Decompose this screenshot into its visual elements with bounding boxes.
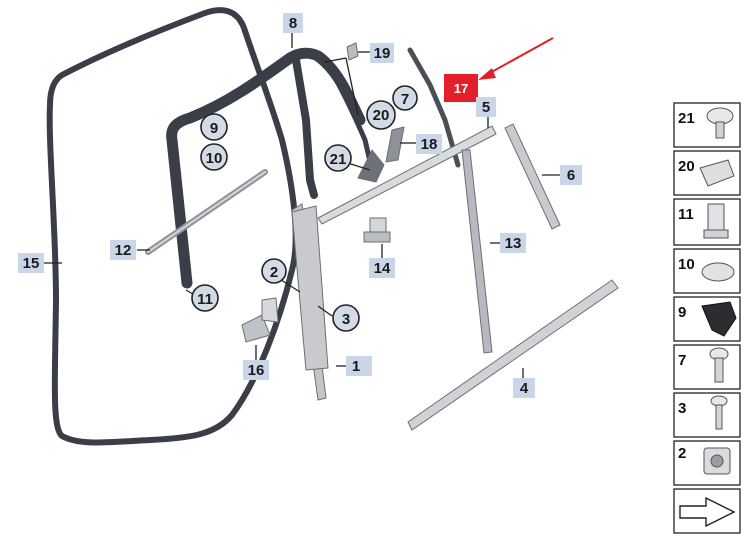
callout-20[interactable]: 20: [366, 100, 396, 130]
callout-9[interactable]: 9: [200, 113, 228, 141]
callout-10[interactable]: 10: [200, 143, 228, 171]
callout-15[interactable]: 15: [18, 253, 44, 273]
highlight-arrow: [478, 37, 554, 80]
part-8-frame-seal[interactable]: [166, 47, 375, 289]
callout-16[interactable]: 16: [243, 360, 269, 380]
svg-text:19: 19: [374, 45, 391, 62]
part-2-pillar-trim[interactable]: [291, 205, 329, 371]
svg-text:18: 18: [421, 136, 438, 153]
svg-text:1: 1: [352, 358, 360, 375]
spring-clip-icon: [703, 203, 729, 239]
part-5-trim[interactable]: [317, 125, 497, 225]
svg-text:13: 13: [505, 235, 522, 252]
svg-text:16: 16: [248, 362, 265, 379]
svg-text:5: 5: [482, 99, 490, 116]
part-18-strip[interactable]: [385, 126, 405, 163]
callout-3[interactable]: 3: [332, 304, 360, 332]
svg-text:10: 10: [678, 256, 695, 273]
callout-12[interactable]: 12: [110, 240, 136, 260]
sidebar-item-11[interactable]: 11: [673, 198, 741, 246]
part-15-door-seal[interactable]: [46, 7, 299, 446]
small-parts-sidebar: 21 20 11 10: [673, 102, 741, 534]
sidebar-item-3[interactable]: 3: [673, 392, 741, 438]
rubber-cap-icon: [701, 301, 737, 337]
svg-text:9: 9: [210, 120, 218, 137]
svg-text:10: 10: [206, 150, 223, 167]
svg-text:14: 14: [374, 260, 391, 277]
callout-11[interactable]: 11: [191, 284, 219, 312]
arrow-right-icon: [679, 496, 736, 528]
svg-text:7: 7: [678, 352, 686, 369]
svg-text:20: 20: [678, 158, 695, 175]
callout-6[interactable]: 6: [560, 165, 582, 185]
sidebar-item-9[interactable]: 9: [673, 296, 741, 342]
part-4-trim[interactable]: [407, 279, 619, 431]
svg-text:6: 6: [567, 167, 575, 184]
svg-text:2: 2: [678, 445, 686, 462]
callout-17-highlighted[interactable]: 17: [444, 74, 478, 102]
callout-13[interactable]: 13: [500, 233, 526, 253]
part-12-strip[interactable]: [145, 169, 268, 255]
part-16-bracket[interactable]: [241, 297, 279, 343]
svg-text:17: 17: [454, 81, 468, 96]
svg-text:8: 8: [289, 15, 297, 32]
callout-5[interactable]: 5: [476, 97, 496, 117]
callout-14[interactable]: 14: [369, 258, 395, 278]
callout-4[interactable]: 4: [513, 378, 535, 398]
callout-7[interactable]: 7: [392, 85, 418, 111]
part-17-seal[interactable]: [407, 47, 461, 168]
svg-text:21: 21: [678, 110, 695, 127]
retainer-clip-icon: [701, 262, 735, 282]
clip-icon: [699, 159, 735, 187]
callout-1[interactable]: 1: [346, 356, 372, 376]
sidebar-nav-next[interactable]: [673, 488, 741, 534]
part-19-block[interactable]: [346, 42, 359, 61]
svg-text:7: 7: [401, 91, 409, 108]
svg-text:15: 15: [23, 255, 40, 272]
sidebar-item-20[interactable]: 20: [673, 150, 741, 196]
screw-icon: [709, 347, 729, 383]
callout-2[interactable]: 2: [261, 258, 287, 284]
callout-19[interactable]: 19: [370, 43, 394, 63]
sidebar-item-7[interactable]: 7: [673, 344, 741, 390]
svg-text:21: 21: [330, 151, 347, 168]
nut-clip-icon: [703, 447, 731, 475]
part-13-trim[interactable]: [461, 149, 493, 354]
svg-text:20: 20: [373, 107, 390, 124]
part-14-clip[interactable]: [363, 217, 391, 243]
part-6-trim[interactable]: [504, 123, 561, 230]
callout-8[interactable]: 8: [283, 13, 303, 33]
svg-text:3: 3: [678, 400, 686, 417]
callout-18[interactable]: 18: [416, 134, 442, 154]
sidebar-item-21[interactable]: 21: [673, 102, 741, 148]
part-21-bracket[interactable]: [357, 149, 385, 183]
svg-text:2: 2: [270, 264, 278, 281]
callout-21[interactable]: 21: [324, 144, 352, 172]
svg-text:9: 9: [678, 304, 686, 321]
svg-text:11: 11: [197, 291, 213, 308]
svg-text:4: 4: [520, 380, 529, 397]
svg-text:11: 11: [678, 206, 694, 223]
sidebar-item-10[interactable]: 10: [673, 248, 741, 294]
svg-text:12: 12: [115, 242, 132, 259]
sidebar-item-2[interactable]: 2: [673, 440, 741, 486]
svg-text:3: 3: [342, 311, 350, 328]
screw-icon: [710, 395, 728, 430]
screw-icon: [706, 107, 734, 139]
